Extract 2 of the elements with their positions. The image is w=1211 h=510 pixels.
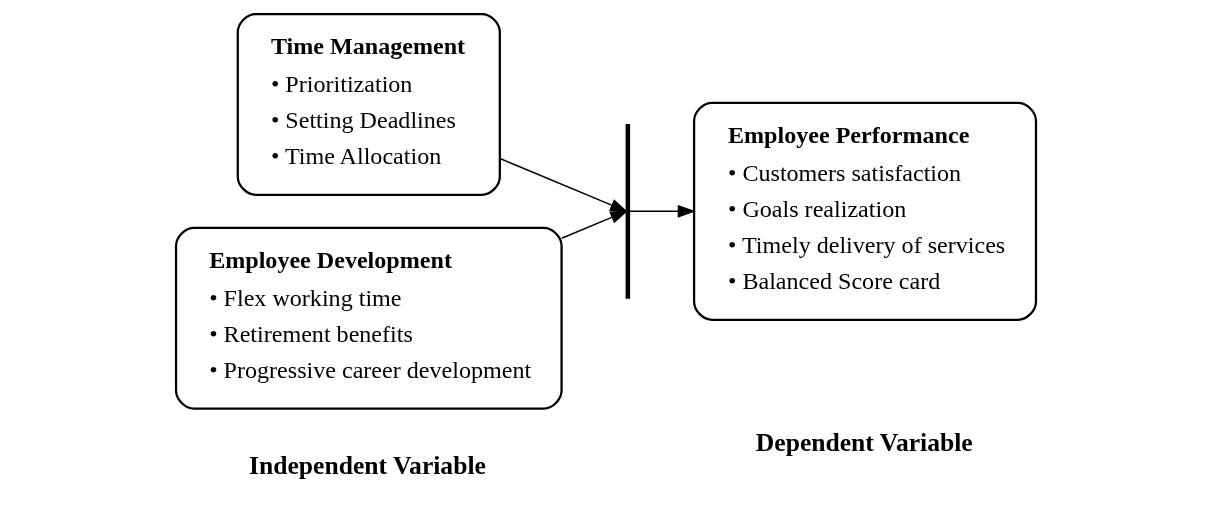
label: Independent Variable (248, 450, 486, 480)
label: Dependent Variable (755, 427, 973, 457)
